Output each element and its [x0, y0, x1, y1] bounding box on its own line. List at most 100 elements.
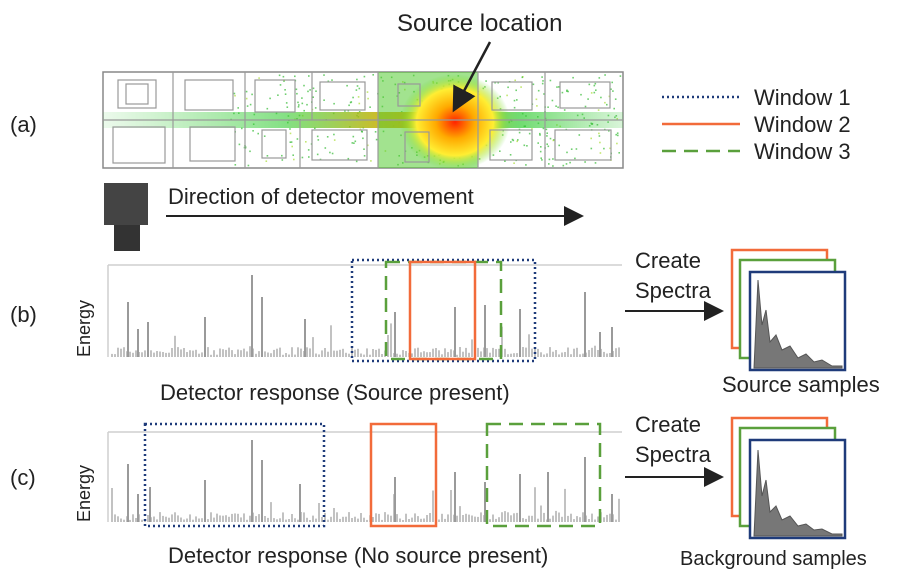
scatter-dot	[233, 92, 236, 95]
scatter-dot	[514, 79, 516, 82]
scatter-dot	[578, 134, 581, 136]
scatter-dot	[531, 128, 533, 130]
scatter-dot	[247, 164, 250, 167]
scatter-dot	[552, 158, 554, 160]
scatter-dot	[516, 140, 518, 143]
scatter-dot	[513, 106, 516, 109]
scatter-dot	[598, 132, 600, 135]
scatter-dot	[298, 104, 300, 106]
scatter-dot	[375, 138, 378, 141]
scatter-dot	[245, 90, 248, 93]
scatter-dot	[249, 150, 251, 153]
scatter-dot	[608, 95, 611, 98]
scatter-dot	[557, 106, 559, 109]
panel-b-window-2	[408, 260, 477, 361]
scatter-dot	[292, 154, 294, 156]
scatter-dot	[266, 155, 269, 157]
scatter-dot	[546, 143, 548, 145]
scatter-dot	[513, 99, 516, 102]
panel-b-signal	[107, 258, 622, 363]
scatter-dot	[526, 145, 528, 147]
scatter-dot	[566, 89, 568, 92]
scatter-dot	[558, 86, 560, 88]
scatter-dot	[549, 137, 552, 140]
scatter-dot	[297, 106, 300, 108]
scatter-dot	[252, 130, 254, 132]
scatter-dot	[362, 137, 364, 140]
scatter-dot	[543, 93, 545, 95]
legend-window-2: Window 2	[754, 112, 851, 137]
scatter-dot	[521, 76, 524, 79]
scatter-dot	[357, 96, 360, 98]
scatter-dot	[351, 142, 354, 144]
source-location-arrow	[452, 41, 492, 113]
panel-c-caption: Detector response (No source present)	[168, 543, 549, 568]
scatter-dot	[263, 135, 266, 137]
scatter-dot	[333, 133, 335, 136]
scatter-dot	[333, 102, 335, 105]
scatter-dot	[305, 141, 307, 143]
panel-b-label: (b)	[10, 302, 37, 327]
scatter-dot	[315, 90, 317, 92]
panel-c-window-2	[369, 422, 438, 528]
direction-label: Direction of detector movement	[168, 184, 474, 209]
panel-b-create: Create	[635, 248, 702, 273]
scatter-dot	[367, 97, 369, 100]
scatter-dot	[279, 84, 282, 86]
scatter-dot	[307, 90, 309, 93]
scatter-dot	[352, 135, 355, 138]
scatter-dot	[285, 102, 288, 104]
scatter-dot	[372, 74, 374, 76]
scatter-dot	[546, 135, 548, 137]
scatter-dot	[572, 76, 574, 79]
scatter-dot	[363, 155, 366, 157]
scatter-dot	[545, 128, 548, 131]
legend-window-3: Window 3	[754, 139, 851, 164]
scatter-dot	[600, 96, 602, 99]
scatter-dot	[536, 105, 538, 107]
scatter-dot	[316, 153, 319, 156]
scatter-dot	[552, 139, 555, 142]
panel-c-spectra: Spectra	[635, 442, 711, 467]
scatter-dot	[289, 128, 291, 130]
scatter-dot	[604, 74, 606, 76]
panel-b-spectra: Spectra	[635, 278, 711, 303]
scatter-dot	[283, 80, 285, 82]
scatter-dot	[588, 83, 591, 86]
scatter-dot	[541, 76, 543, 78]
scatter-dot	[237, 107, 239, 109]
scatter-dot	[344, 110, 346, 112]
scatter-dot	[327, 80, 330, 83]
scatter-dot	[507, 86, 509, 89]
scatter-dot	[606, 103, 608, 106]
scatter-dot	[611, 81, 613, 84]
scatter-dot	[284, 89, 286, 91]
scatter-dot	[244, 146, 247, 148]
scatter-dot	[485, 80, 487, 82]
scatter-dot	[312, 96, 314, 98]
scatter-dot	[539, 134, 541, 136]
scatter-dot	[258, 77, 260, 79]
scatter-dot	[307, 149, 310, 151]
scatter-dot	[532, 83, 535, 86]
scatter-dot	[540, 157, 542, 159]
scatter-dot	[265, 160, 268, 162]
scatter-dot	[363, 148, 365, 150]
scatter-dot	[291, 145, 293, 148]
scatter-dot	[356, 85, 359, 87]
scatter-dot	[599, 141, 601, 144]
panel-c-window-1	[143, 422, 326, 528]
scatter-dot	[374, 131, 377, 133]
scatter-dot	[294, 75, 296, 78]
scatter-dot	[284, 93, 287, 95]
scatter-dot	[594, 162, 597, 164]
scatter-dot	[509, 154, 512, 156]
scatter-dot	[333, 139, 336, 141]
scatter-dot	[528, 132, 531, 135]
scatter-dot	[308, 156, 310, 158]
scatter-dot	[367, 144, 369, 147]
scatter-dot	[551, 99, 554, 102]
scatter-dot	[289, 141, 292, 143]
scatter-dot	[548, 163, 550, 165]
scatter-dot	[556, 86, 558, 88]
